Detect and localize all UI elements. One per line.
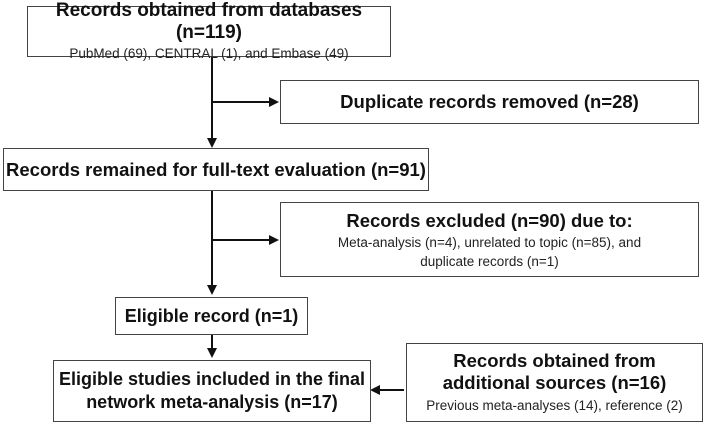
additional-line1: Records obtained from [453, 350, 656, 371]
final-line1: Eligible studies included in the final [58, 369, 366, 389]
box-full-text-evaluation: Records remained for full-text evaluatio… [3, 148, 429, 191]
box-final-included: Eligible studies included in the final n… [53, 360, 371, 422]
eligible-title: Eligible record (n=1) [124, 305, 299, 326]
box-records-excluded: Records excluded (n=90) due to: Meta-ana… [280, 202, 699, 277]
excluded-reasons-line1: Meta-analysis (n=4), unrelated to topic … [337, 234, 642, 250]
duplicates-removed-title: Duplicate records removed (n=28) [340, 91, 639, 112]
excluded-title: Records excluded (n=90) due to: [346, 209, 633, 231]
full-text-title: Records remained for full-text evaluatio… [6, 158, 426, 180]
excluded-reasons-line2: duplicate records (n=1) [420, 253, 559, 269]
final-line2: network meta-analysis (n=17) [86, 392, 338, 412]
additional-subtitle: Previous meta-analyses (14), reference (… [426, 398, 683, 413]
box-databases: Records obtained from databases (n=119) … [27, 0, 391, 61]
additional-line2: additional sources (n=16) [442, 372, 667, 393]
databases-title: Records obtained from databases (n=119) [55, 0, 363, 43]
box-eligible-record: Eligible record (n=1) [115, 297, 308, 335]
box-duplicates-removed: Duplicate records removed (n=28) [280, 80, 699, 124]
databases-subtitle: PubMed (69), CENTRAL (1), and Embase (49… [69, 46, 349, 61]
box-additional-sources: Records obtained from additional sources… [406, 343, 703, 422]
